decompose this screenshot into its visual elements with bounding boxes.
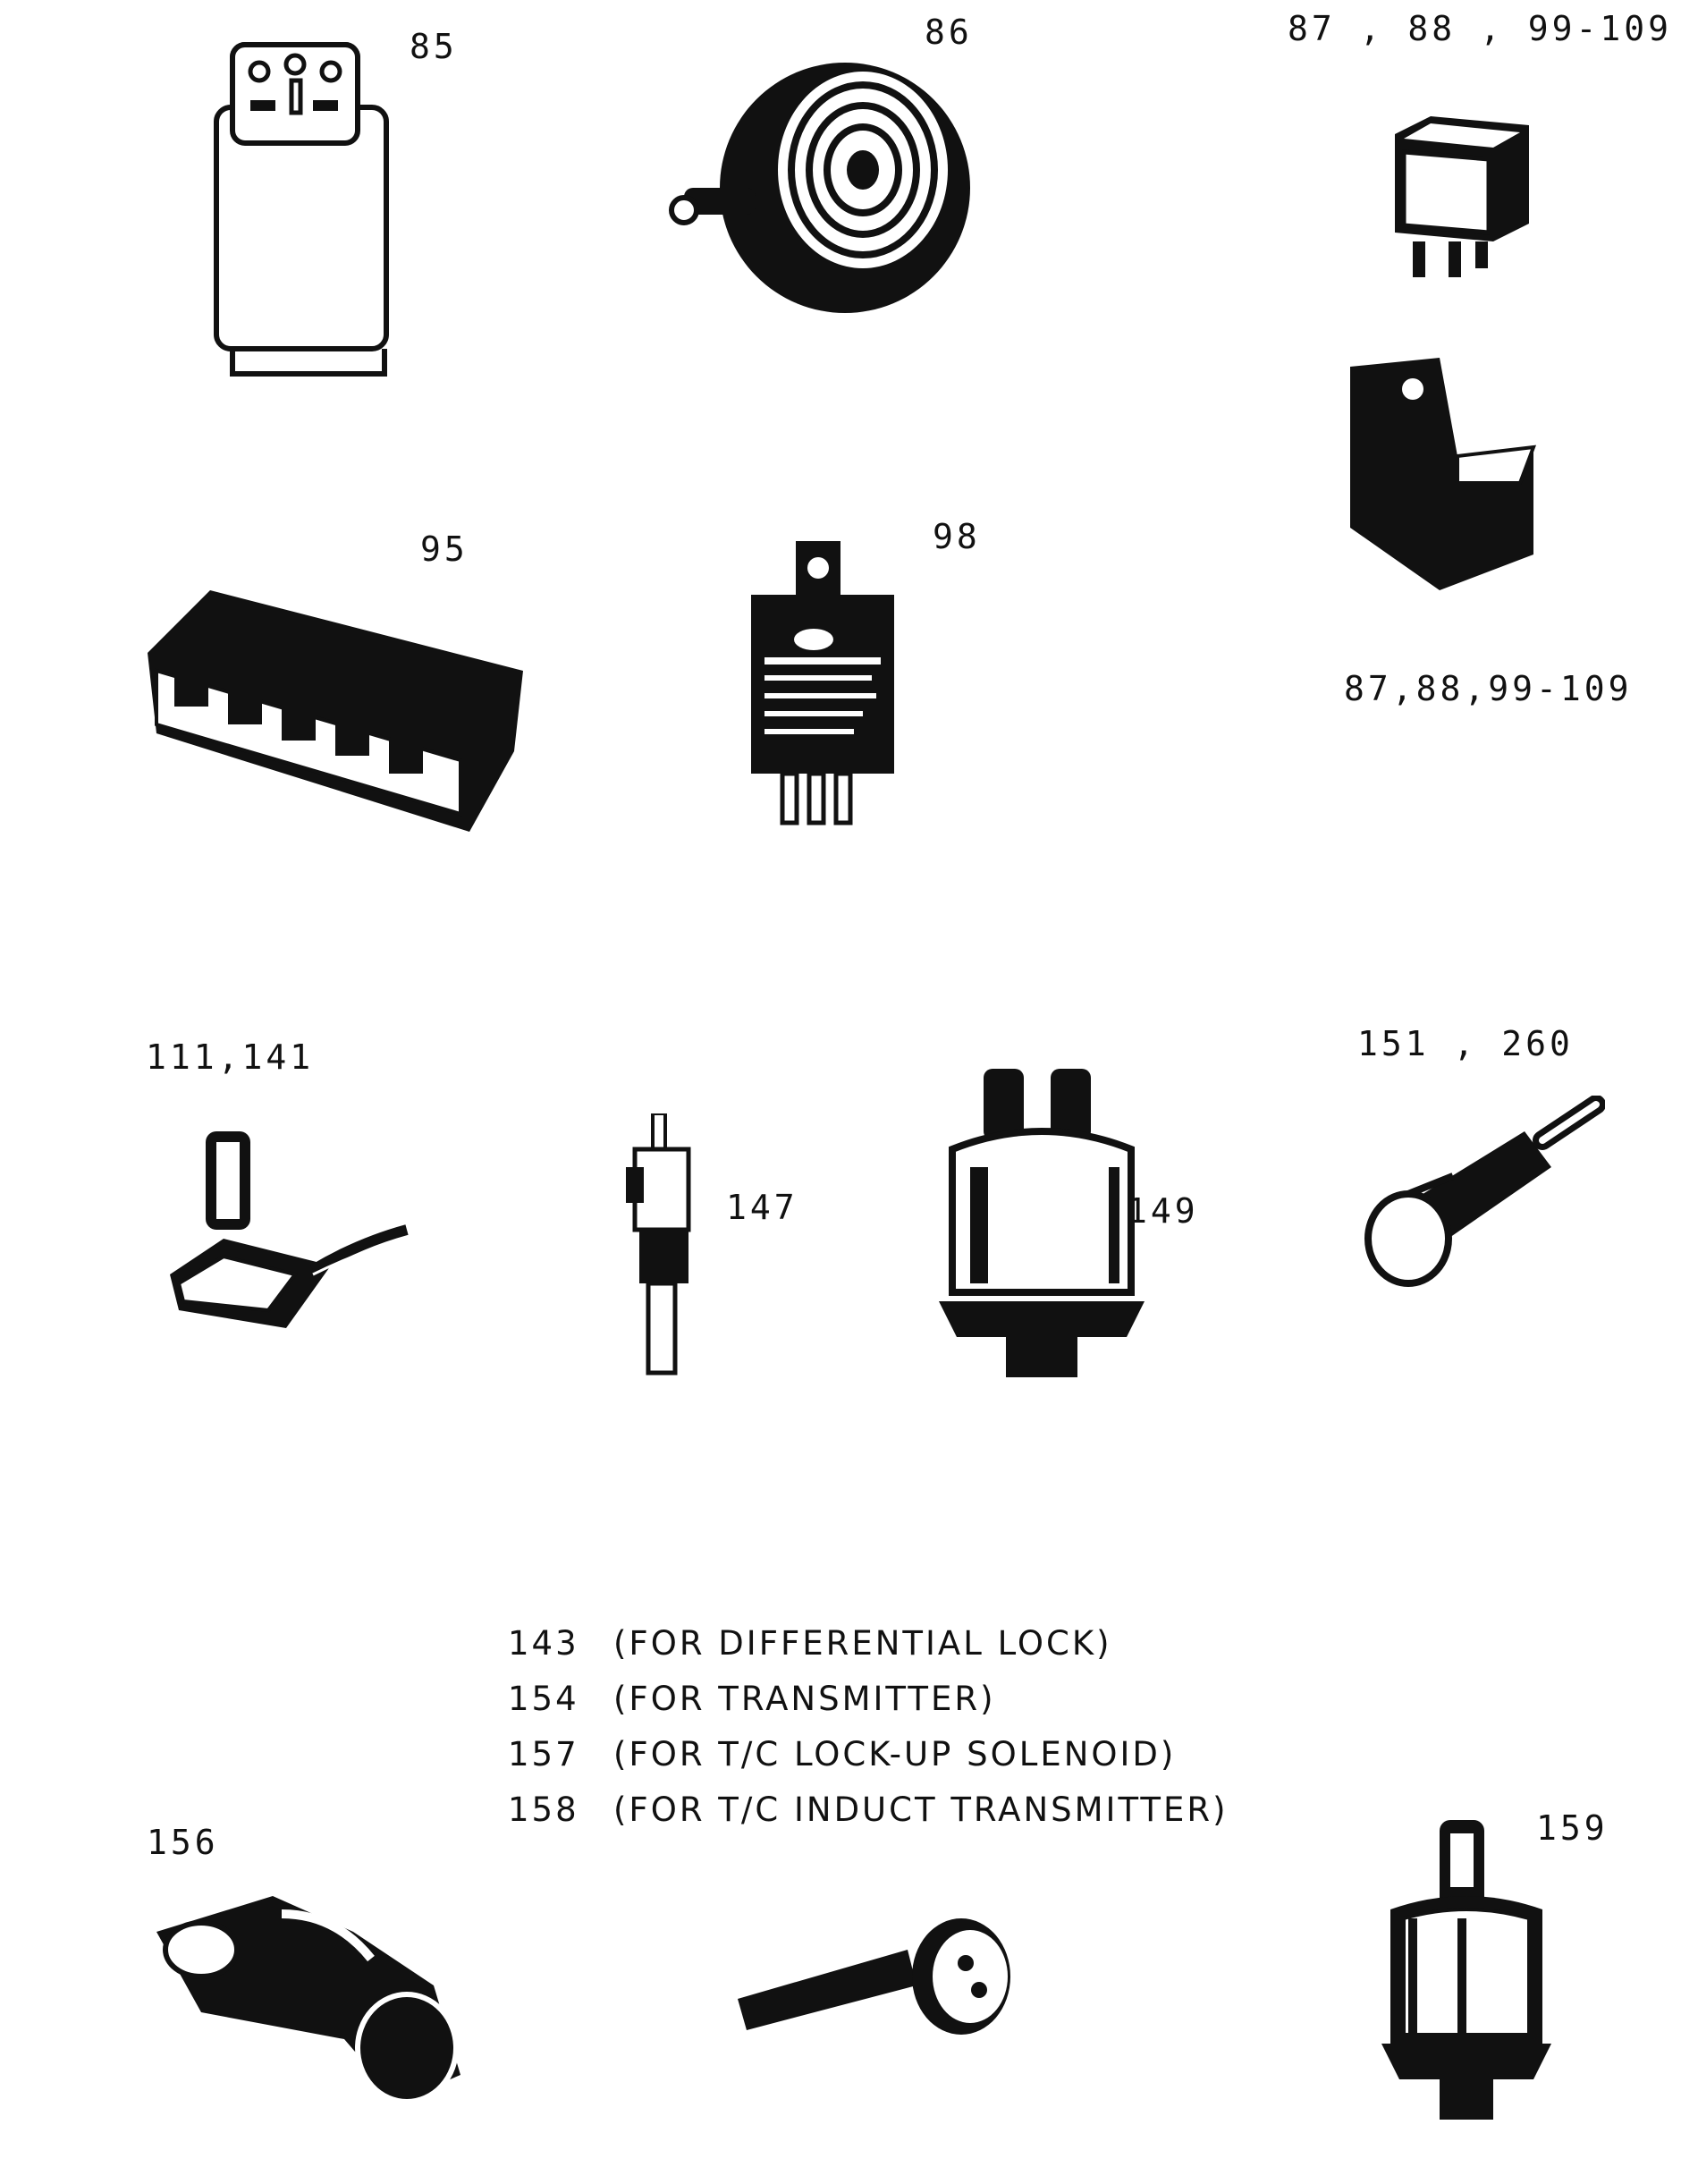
legend-text: (FOR TRANSMITTER) [613, 1679, 996, 1718]
legend-text: (FOR T/C INDUCT TRANSMITTER) [613, 1790, 1229, 1829]
pressure-sender-icon [939, 1069, 1145, 1377]
label-86: 86 [925, 13, 973, 52]
legend-num: 158 [508, 1790, 579, 1829]
legend-text: (FOR T/C LOCK-UP SOLENOID) [613, 1734, 1177, 1773]
switch-cable-icon [170, 1131, 409, 1328]
legend-row: 157 (FOR T/C LOCK-UP SOLENOID) [508, 1726, 1229, 1782]
legend-text: (FOR DIFFERENTIAL LOCK) [613, 1623, 1112, 1663]
label-87-bottom: 87,88,99-109 [1344, 669, 1633, 708]
legend-row: 154 (FOR TRANSMITTER) [508, 1671, 1229, 1726]
small-relay-icon [1395, 116, 1529, 277]
label-98: 98 [933, 517, 981, 556]
parts-legend: 143 (FOR DIFFERENTIAL LOCK) 154 (FOR TRANS… [508, 1615, 1229, 1837]
relay-box-icon [214, 42, 389, 377]
pressure-switch-icon [1381, 1820, 1551, 2120]
legend-num: 157 [508, 1734, 579, 1773]
label-156: 156 [147, 1823, 219, 1862]
label-95: 95 [420, 529, 469, 569]
legend-num: 154 [508, 1679, 579, 1718]
proximity-sensor-icon [1364, 1096, 1605, 1287]
relay-socket-icon [1350, 358, 1537, 590]
label-149: 149 [1127, 1191, 1199, 1231]
horn-icon [669, 63, 970, 313]
plug-connector-icon [738, 1918, 1010, 2035]
legend-row: 143 (FOR DIFFERENTIAL LOCK) [508, 1615, 1229, 1671]
label-85: 85 [410, 27, 458, 66]
temperature-sensor-icon [626, 1113, 691, 1376]
label-159: 159 [1536, 1808, 1609, 1848]
fuse-box-icon [148, 590, 523, 832]
label-147: 147 [726, 1188, 798, 1227]
label-111-141: 111,141 [146, 1037, 315, 1077]
label-87-top: 87 , 88 , 99-109 [1288, 9, 1673, 48]
elbow-connector-icon [156, 1896, 460, 2104]
label-151-260: 151 , 260 [1357, 1024, 1574, 1063]
legend-num: 143 [508, 1623, 579, 1663]
flasher-relay-icon [751, 541, 894, 825]
legend-row: 158 (FOR T/C INDUCT TRANSMITTER) [508, 1782, 1229, 1837]
